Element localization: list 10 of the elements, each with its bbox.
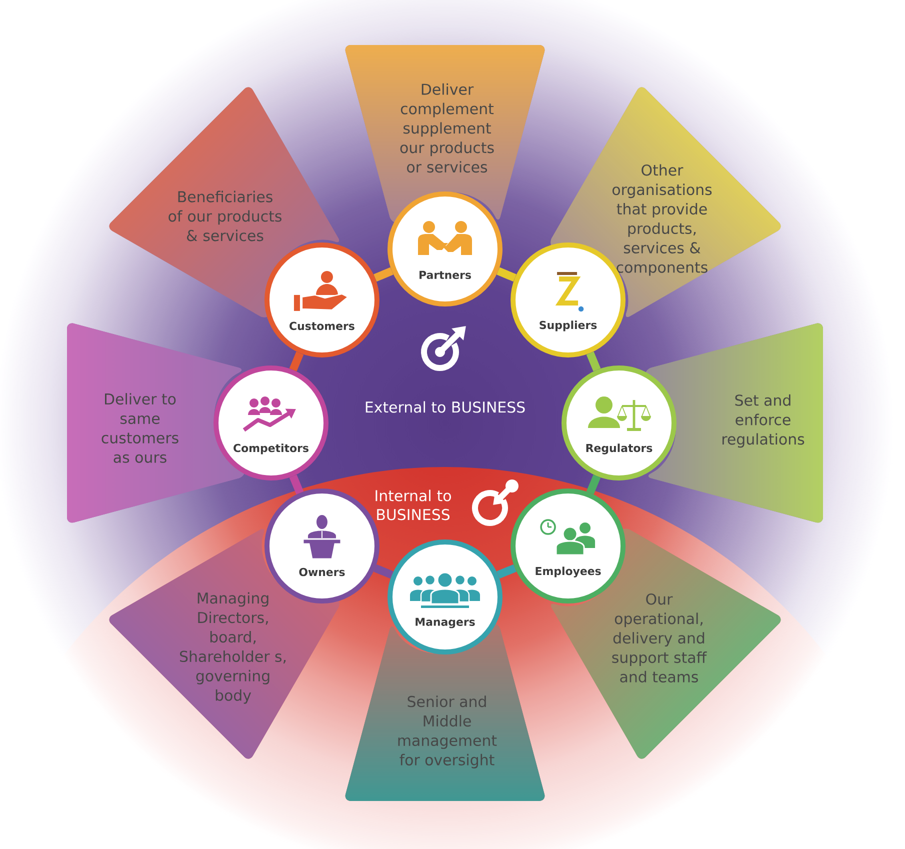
ribbon-connector bbox=[586, 352, 601, 372]
ribbon-connector bbox=[289, 352, 304, 372]
ribbon-connector bbox=[374, 267, 394, 282]
ribbon-connector bbox=[586, 474, 601, 494]
region-label: External to BUSINESS bbox=[366, 401, 525, 413]
ribbon-connector bbox=[289, 474, 304, 494]
ribbon-connector bbox=[374, 564, 394, 579]
ribbon-connector bbox=[496, 267, 516, 282]
ribbon-connector bbox=[496, 564, 516, 579]
region-label: Internal to BUSINESS bbox=[376, 490, 451, 520]
